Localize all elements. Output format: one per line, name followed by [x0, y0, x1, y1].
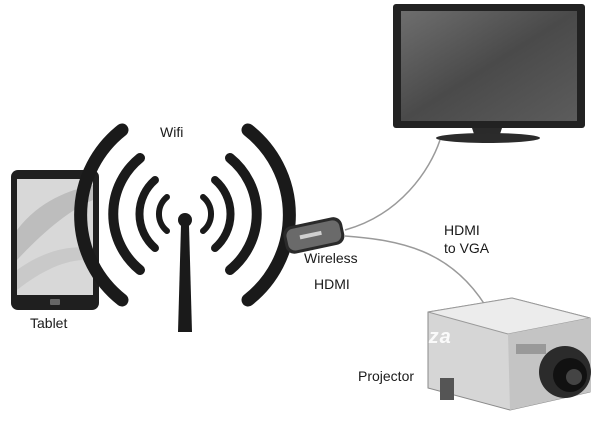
wireless-label: Wireless	[304, 250, 358, 266]
dongle-to-tv-line	[344, 139, 441, 231]
watermark-text: laza	[410, 326, 452, 348]
projector-icon	[427, 297, 591, 411]
tablet-label: Tablet	[30, 315, 68, 331]
wifi-antenna-icon	[178, 213, 192, 332]
hdmi-to-vga-label-line1: HDMI	[444, 222, 480, 238]
dongle-to-projector-line	[344, 235, 486, 306]
wifi-label: Wifi	[160, 124, 184, 140]
hdmi-label: HDMI	[314, 276, 350, 292]
tv-icon	[393, 4, 585, 143]
projector-label: Projector	[358, 368, 415, 384]
hdmi-to-vga-label-line2: to VGA	[444, 240, 490, 256]
hdmi-dongle-icon	[283, 217, 345, 254]
wifi-signal-icon	[74, 123, 296, 307]
